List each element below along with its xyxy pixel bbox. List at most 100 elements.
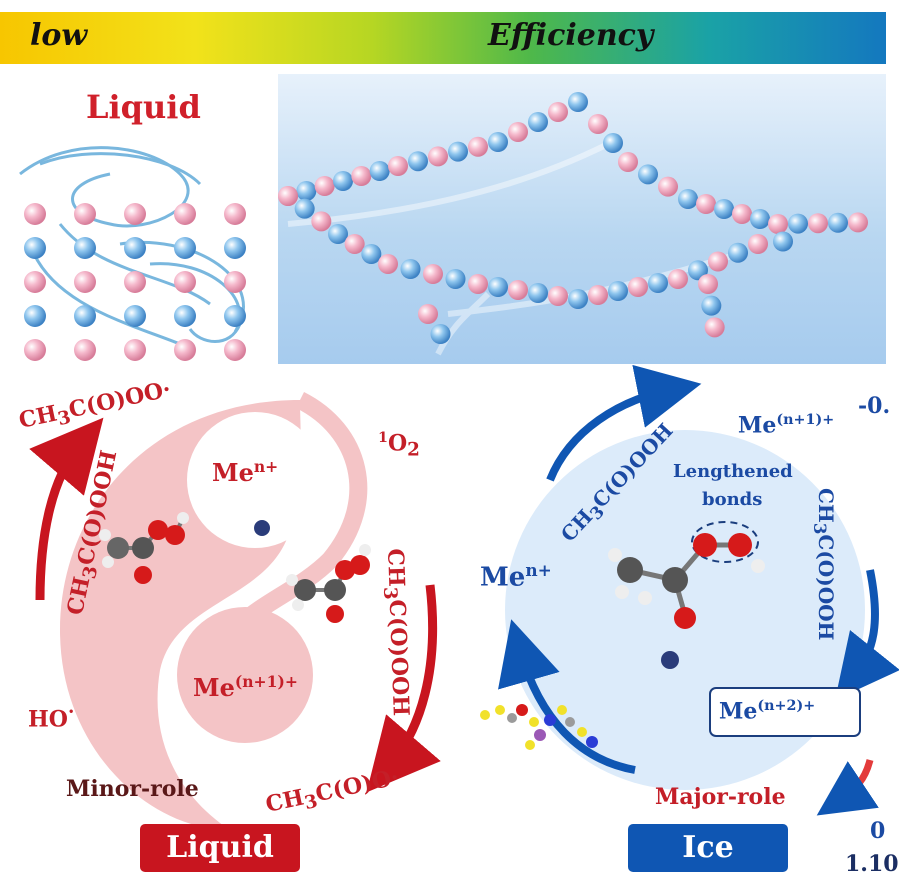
chain-bead (448, 141, 468, 162)
bonds-label: bonds (702, 489, 763, 510)
metal-ion-sphere-ice (661, 651, 679, 669)
peracetic-acid-molecule-right (286, 544, 371, 623)
liquid-cycle-graphic (29, 391, 441, 830)
ice-cycle-arrow-top (546, 364, 702, 482)
chain-bead (400, 259, 421, 279)
liquid-lattice-illustration (19, 146, 246, 361)
ice-cycle-graphic (480, 364, 899, 816)
me-n1-ice-label: Me(n+1)+ (738, 412, 835, 439)
chain-bead (278, 186, 298, 206)
ice-cycle-arrow-bottom (498, 619, 636, 774)
lattice-spheres (24, 203, 246, 361)
me-n-label: Men+ (212, 457, 279, 487)
chain-bead (688, 260, 708, 281)
chain-bead (608, 281, 628, 301)
liquid-badge: Liquid (140, 824, 300, 872)
peracetic-acid-molecule-ice (608, 533, 765, 629)
chain-bead (658, 176, 678, 197)
chain-bead (648, 273, 668, 293)
lattice-sphere (74, 305, 96, 327)
lattice-sphere (74, 339, 96, 361)
lattice-sphere (224, 203, 246, 225)
lattice-sphere (74, 203, 96, 225)
chain-bead (333, 171, 353, 191)
lattice-sphere (174, 305, 196, 327)
lattice-sphere (124, 339, 146, 361)
chain-bead (568, 92, 588, 112)
chain-bead (638, 164, 658, 185)
efficiency-label: Efficiency (488, 18, 654, 53)
lattice-sphere (74, 271, 96, 293)
chain-bead (418, 304, 438, 324)
lattice-sphere (124, 203, 146, 225)
lattice-sphere (74, 237, 96, 259)
ice-chain-panel (278, 74, 886, 364)
liquid-structure-panel (0, 74, 270, 364)
left-cycle-arrow-up (29, 417, 104, 601)
chain-bead (311, 211, 332, 232)
water-splash (19, 146, 245, 346)
chain-bead (351, 166, 372, 186)
lattice-sphere (24, 237, 46, 259)
peracetic-acid-molecule-left (99, 512, 189, 584)
chain-bead (696, 194, 716, 214)
lattice-sphere (174, 237, 196, 259)
chain-bead (828, 212, 848, 233)
chain-bead (388, 156, 408, 176)
chain-bead (508, 280, 528, 300)
chain-bead (678, 189, 698, 209)
me-n1-label: Me(n+1)+ (193, 672, 298, 702)
lattice-sphere (124, 271, 146, 293)
chain-bead (488, 277, 508, 297)
ice-bead-chains (278, 92, 868, 344)
chain-bead (423, 264, 443, 284)
chain-bead (628, 277, 648, 297)
edge-text-top-right: -0. (858, 393, 891, 419)
ice-chain-illustration (278, 92, 868, 356)
chain-bead (548, 286, 568, 306)
chain-bead (732, 204, 752, 224)
chain-bead (588, 285, 608, 305)
red-arrow-fragment (816, 759, 879, 816)
chain-bead (704, 317, 725, 338)
paa-right-label: CH3C(O)OOH (378, 548, 414, 717)
chain-bead (588, 114, 608, 134)
lattice-sphere (24, 305, 46, 327)
lattice-sphere (224, 237, 246, 259)
chain-bead (728, 242, 748, 263)
chain-bead (294, 198, 315, 219)
left-cycle-arrow-down (366, 584, 441, 793)
chain-bead (698, 274, 718, 294)
chain-bead (468, 274, 488, 294)
chain-bead (428, 146, 448, 167)
chain-bead (708, 251, 728, 272)
chain-bead (488, 132, 508, 152)
liquid-title: Liquid (86, 88, 201, 126)
lengthened-label: Lengthened (673, 461, 793, 482)
lengthened-bond-highlight (691, 521, 759, 563)
chain-bead (788, 213, 808, 234)
lattice-sphere (224, 339, 246, 361)
chain-bead (445, 269, 466, 289)
chain-bead (548, 102, 568, 122)
chain-bead (808, 213, 828, 234)
chain-bead (468, 136, 488, 157)
chain-bead (361, 244, 382, 264)
chain-bead (848, 212, 868, 233)
chain-bead (750, 209, 770, 229)
chain-bead (773, 231, 793, 252)
metal-ion-sphere (254, 520, 270, 536)
chain-bead (314, 176, 335, 196)
hydroxyl-radical-label: HO· (28, 702, 75, 733)
chain-bead (528, 283, 548, 303)
lattice-sphere (174, 271, 196, 293)
lattice-sphere (24, 339, 46, 361)
paa-right-ice-label: CH3C(O)OOH (810, 488, 838, 641)
efficiency-gradient-bar (0, 12, 886, 64)
lattice-sphere (224, 271, 246, 293)
singlet-oxygen-label: 1O2 (378, 430, 420, 461)
lattice-sphere (174, 203, 196, 225)
me-n-ice-label: Men+ (480, 560, 552, 593)
edge-text-right-mid: 0 (870, 818, 886, 844)
me-n-circle (187, 412, 323, 548)
